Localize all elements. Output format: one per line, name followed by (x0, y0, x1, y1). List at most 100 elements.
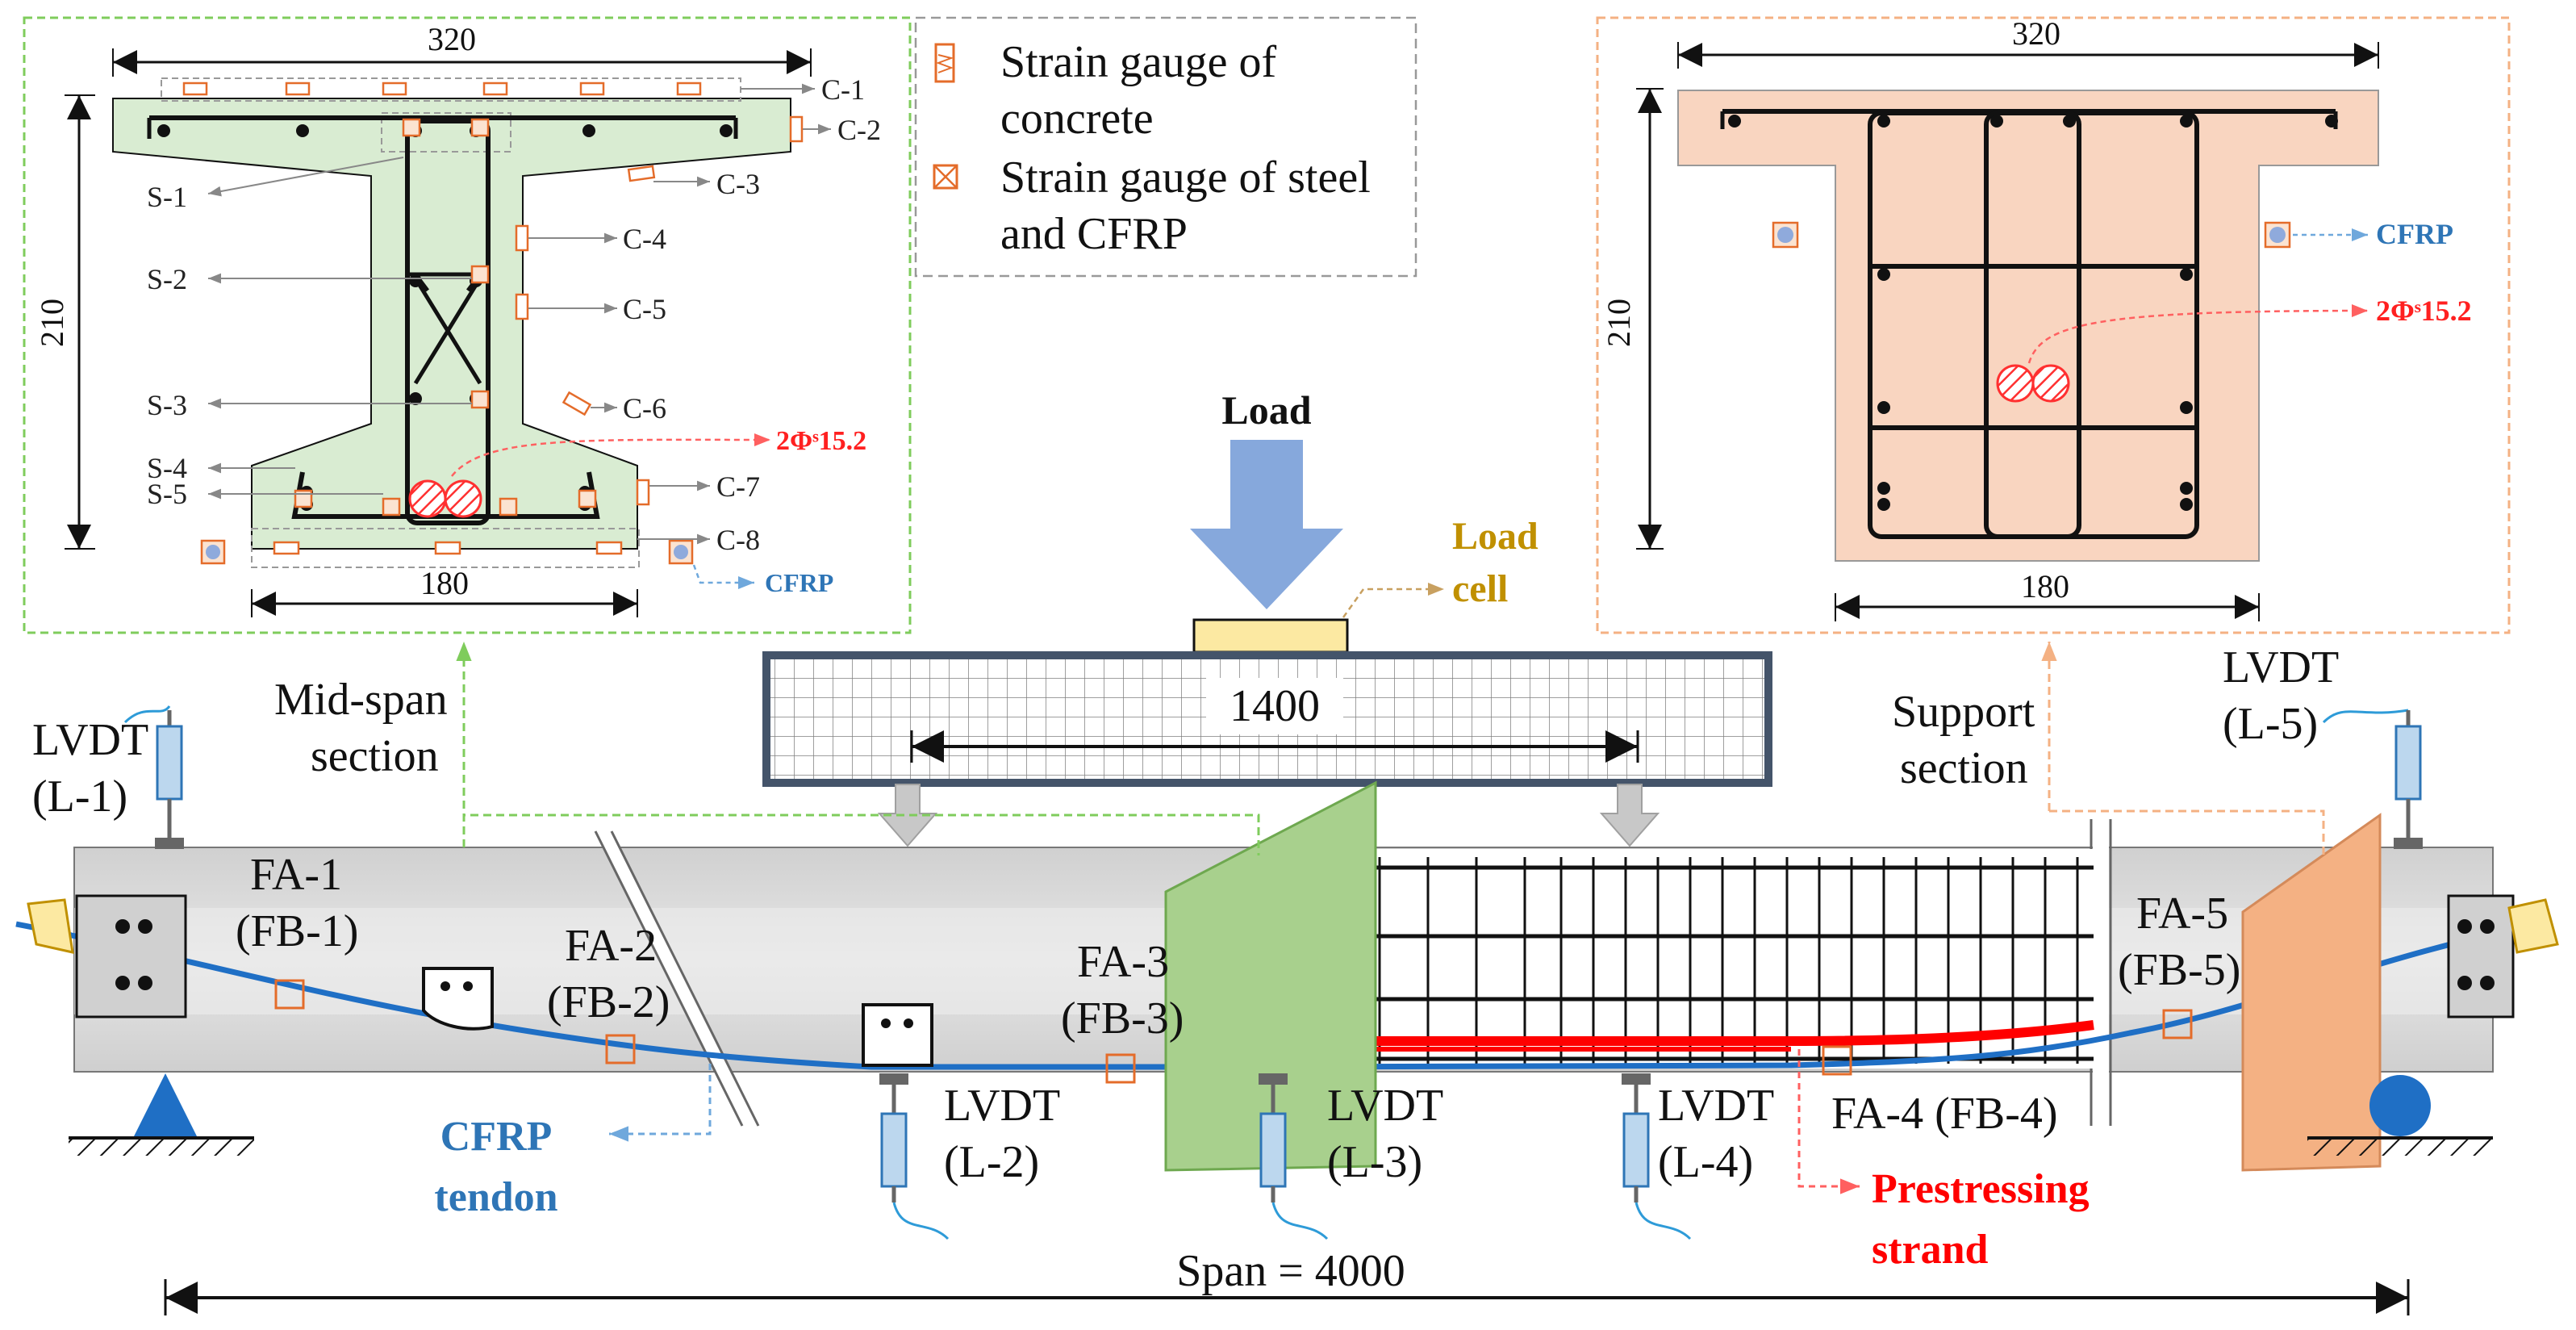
steel-label-s4: S-4 (147, 452, 187, 484)
steel-label-s5: S-5 (147, 478, 187, 510)
midspan-section-panel: 320 210 (23, 16, 912, 634)
gauge-fa1-line2: (FB-1) (236, 906, 358, 956)
lvdt-l3-line2: (L-3) (1327, 1137, 1422, 1187)
support-strand-label: 2Φˢ15.2 (2376, 295, 2472, 327)
legend-frame (914, 16, 1417, 278)
lvdt-l5-line2: (L-5) (2223, 699, 2318, 749)
legend-concrete-line2: concrete (1000, 94, 1154, 144)
gauge-fa2-line1: FA-2 (565, 921, 657, 971)
midspan-strand-label: 2Φˢ15.2 (776, 426, 866, 456)
roller-support (2369, 1075, 2431, 1136)
tendon-gauges (274, 979, 2193, 1084)
midspan-height: 210 (34, 299, 70, 347)
cage-longitudinal-bars (1283, 865, 2094, 1061)
span-label: Span = 4000 (1176, 1246, 1405, 1296)
concrete-label-c1: C-1 (821, 73, 865, 106)
support-width-top: 320 (2012, 15, 2060, 52)
deviator-2 (862, 1003, 933, 1067)
deviator-1 (422, 967, 494, 1031)
beam (15, 780, 2559, 1172)
support-width-bottom: 180 (2021, 568, 2069, 604)
concrete-label-c2: C-2 (837, 114, 881, 146)
steel-label-s3: S-3 (147, 389, 187, 421)
gauge-fa3-line1: FA-3 (1077, 937, 1169, 987)
spreader-length: 1400 (1230, 681, 1320, 731)
support-strand-1 (1996, 364, 2035, 403)
support-label-line1: Support (1892, 687, 2035, 737)
gauge-fa5-line2: (FB-5) (2118, 945, 2240, 995)
anchor-left (75, 894, 187, 1018)
lvdt-l5-line1: LVDT (2223, 642, 2339, 692)
gauge-fa2-line2: (FB-2) (547, 977, 670, 1027)
lvdt-l3 (1259, 1073, 1329, 1240)
midspan-label-line2: section (311, 731, 439, 781)
load-label: Load (1221, 387, 1311, 433)
midspan-steel-gauges (294, 118, 597, 517)
load-point-left (877, 784, 938, 847)
legend-steel-line2: and CFRP (1000, 209, 1188, 259)
reinforcement-cage (1279, 849, 2094, 1069)
pin-support (133, 1073, 198, 1138)
load-cell-line2: cell (1452, 567, 1508, 610)
lvdt-l1 (123, 705, 184, 849)
concrete-label-c3: C-3 (716, 168, 760, 200)
gauge-fa1-line1: FA-1 (250, 850, 342, 900)
concrete-label-c4: C-4 (623, 223, 666, 255)
lvdt-l4-line1: LVDT (1658, 1081, 1774, 1131)
load-point-right (1599, 784, 1660, 847)
lvdt-l4 (1622, 1073, 1692, 1240)
cfrp-tendon-line2: tendon (434, 1174, 557, 1220)
gauge-fa5-line1: FA-5 (2136, 889, 2228, 939)
support-height: 210 (1601, 299, 1637, 347)
support-panel-frame (1596, 16, 2511, 634)
load-cell-line1: Load (1452, 515, 1539, 558)
support-cfrp-label: CFRP (2376, 218, 2453, 250)
midspan-label-line1: Mid-span (274, 675, 448, 725)
prestress-line1: Prestressing (1872, 1166, 2090, 1212)
midspan-strand-2 (444, 479, 482, 518)
lvdt-l1-line1: LVDT (32, 715, 148, 765)
lvdt-l2-line1: LVDT (944, 1081, 1060, 1131)
concrete-label-c7: C-7 (716, 471, 760, 503)
gauge-fa4: FA-4 (FB-4) (1831, 1089, 2058, 1139)
concrete-label-c8: C-8 (716, 524, 760, 556)
steel-label-s2: S-2 (147, 263, 187, 295)
midspan-section-plane (1164, 780, 1377, 1172)
midspan-stirrup (405, 119, 491, 525)
load-assembly: Load Load cell 1400 (762, 387, 1772, 847)
load-cell (1192, 618, 1349, 654)
support-bars (1728, 115, 2338, 511)
support-strand-2 (2031, 364, 2070, 403)
concrete-label-c6: C-6 (623, 392, 666, 425)
prestressing-strand (1283, 1020, 2094, 1046)
steel-label-s1: S-1 (147, 181, 187, 213)
lvdt-l4-line2: (L-4) (1658, 1137, 1753, 1187)
lvdt-l2-line2: (L-2) (944, 1137, 1039, 1187)
concrete-label-c5: C-5 (623, 293, 666, 325)
midspan-cfrp-label: CFRP (765, 568, 833, 597)
lvdt-l1-line2: (L-1) (32, 772, 127, 822)
prestress-line2: strand (1872, 1227, 1989, 1273)
support-stirrup-inner (1984, 111, 2081, 539)
midspan-strand-1 (408, 479, 447, 518)
lvdt-l5 (2322, 709, 2423, 849)
lvdt-l3-line1: LVDT (1327, 1081, 1443, 1131)
spreader-label-bg (1206, 678, 1343, 734)
midspan-panel-frame (23, 16, 912, 634)
anchor-right (2447, 894, 2515, 1018)
legend-steel-line1: Strain gauge of steel (1000, 153, 1371, 203)
support-section-plane (2241, 813, 2382, 1172)
midspan-width-top: 320 (428, 21, 476, 57)
legend-concrete-line1: Strain gauge of (1000, 37, 1276, 87)
midspan-concrete-gauges (182, 82, 804, 555)
legend: Strain gauge of concrete Strain gauge of… (914, 16, 1417, 278)
support-section-shape (1677, 90, 2379, 562)
support-section-panel: 320 210 CFRP 2Φˢ15.2 1 (1596, 15, 2511, 634)
midspan-width-bottom: 180 (420, 565, 469, 601)
support-label-line2: section (1900, 743, 2028, 793)
lvdt-l2 (879, 1073, 950, 1240)
load-arrow (1190, 440, 1343, 609)
gauge-fa3-line2: (FB-3) (1061, 993, 1184, 1044)
cfrp-tendon-line1: CFRP (440, 1114, 553, 1160)
